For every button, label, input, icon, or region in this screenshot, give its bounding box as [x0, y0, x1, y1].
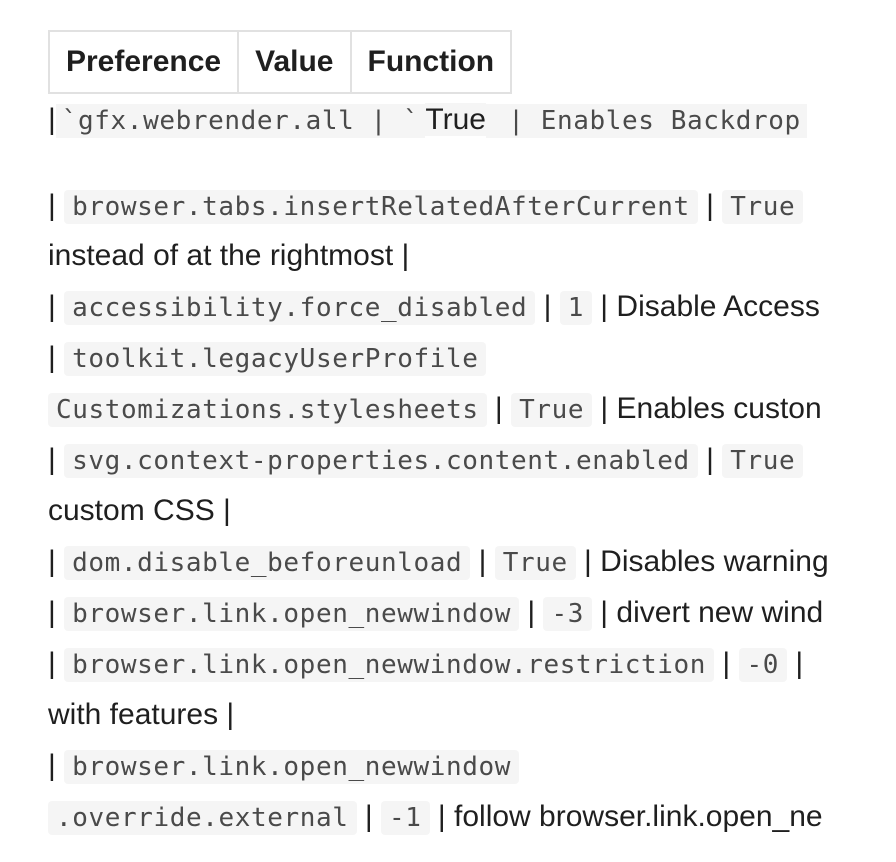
header-value: Value: [237, 30, 352, 94]
plain-text: instead of at the rightmost |: [48, 239, 410, 272]
inline-code-value: True: [722, 190, 804, 224]
plain-text: with features |: [48, 698, 235, 731]
text-line-1: |`gfx.webrender.all | `True | Enables Ba…: [48, 96, 807, 144]
text-line-2: | browser.tabs.insertRelatedAfterCurrent…: [48, 182, 804, 230]
inline-code-value: True: [494, 546, 576, 580]
plain-text: | Disable Access: [591, 290, 820, 323]
document-page: Preference Value Function: [47, 30, 896, 94]
pipe: |: [48, 443, 56, 476]
plain-text: | divert new wind: [591, 596, 824, 629]
inline-code-value: True: [511, 393, 593, 427]
inline-code-pref: browser.link.open_newwindow: [64, 597, 519, 631]
inline-code: `gfx.webrender.all | `: [55, 104, 426, 138]
pipe: |: [470, 545, 495, 578]
inline-code: | Enables Backdrop: [485, 104, 807, 138]
text-line-5: | toolkit.legacyUserProfile: [48, 334, 487, 382]
preferences-table: Preference Value Function: [47, 30, 513, 94]
header-function: Function: [349, 30, 513, 94]
text-line-10: | browser.link.open_newwindow | -3 | div…: [48, 589, 823, 637]
pipe: |: [48, 749, 56, 782]
table-header-row: Preference Value Function: [47, 30, 513, 94]
pipe: |: [48, 647, 56, 680]
inline-code-pref: browser.link.open_newwindow.restriction: [64, 648, 715, 682]
pipe: |: [48, 103, 56, 136]
inline-code-pref: Customizations.stylesheets: [48, 393, 487, 427]
inline-code-pref: toolkit.legacyUserProfile: [64, 342, 487, 376]
pipe: |: [697, 189, 723, 222]
plain-text: | Enables custon: [592, 392, 822, 425]
inline-code-value: True: [722, 444, 804, 478]
pipe: |: [48, 596, 56, 629]
header-preference: Preference: [47, 30, 240, 94]
text-line-13: | browser.link.open_newwindow: [48, 742, 519, 790]
inline-code-pref: dom.disable_beforeunload: [64, 546, 471, 580]
plain-text: | follow browser.link.open_ne: [429, 800, 823, 833]
pipe: |: [697, 443, 723, 476]
inline-code-pref: accessibility.force_disabled: [64, 291, 536, 325]
pipe: |: [48, 189, 56, 222]
text-line-7: | svg.context-properties.content.enabled…: [48, 436, 804, 484]
pipe: |: [48, 545, 56, 578]
inline-code-value: 1: [559, 291, 592, 325]
pipe: |: [535, 290, 560, 323]
pipe: |: [714, 647, 739, 680]
pipe: |: [356, 800, 382, 833]
text-line-4: | accessibility.force_disabled | 1 | Dis…: [48, 283, 820, 331]
pipe: |: [486, 392, 512, 425]
inline-code-pref: .override.external: [48, 801, 357, 835]
text-line-14: .override.external | -1 | follow browser…: [48, 793, 823, 841]
pipe: |: [48, 290, 56, 323]
pipe: |: [518, 596, 544, 629]
pipe: |: [48, 341, 56, 374]
text-line-12: with features |: [48, 691, 234, 739]
inline-code-value: -1: [381, 801, 430, 835]
inline-code-value: -3: [543, 597, 592, 631]
text-line-3: instead of at the rightmost |: [48, 232, 409, 280]
plain-text: custom CSS |: [48, 494, 231, 527]
inline-code-pref: svg.context-properties.content.enabled: [64, 444, 698, 478]
text-line-9: | dom.disable_beforeunload | True | Disa…: [48, 538, 829, 586]
inline-code-value: -0: [738, 648, 788, 682]
plain-text: | Disables warning: [575, 545, 829, 578]
plain-text: |: [787, 647, 804, 680]
text-line-6: Customizations.stylesheets | True | Enab…: [48, 385, 822, 433]
text-line-11: | browser.link.open_newwindow.restrictio…: [48, 640, 803, 688]
plain-text: True: [425, 103, 486, 136]
inline-code-pref: browser.link.open_newwindow: [64, 750, 519, 784]
text-line-8: custom CSS |: [48, 487, 231, 535]
inline-code-pref: browser.tabs.insertRelatedAfterCurrent: [64, 190, 698, 224]
